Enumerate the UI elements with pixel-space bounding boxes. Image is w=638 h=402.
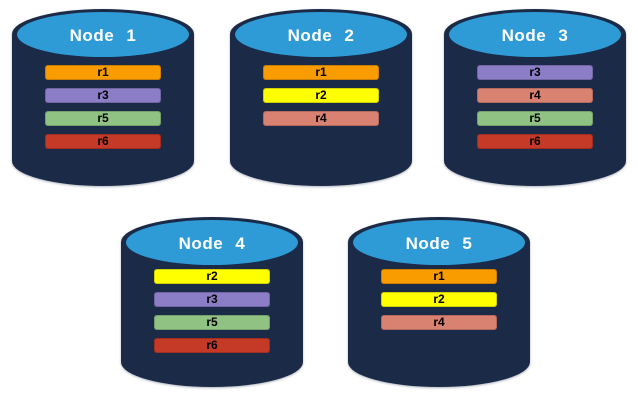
replica-bar-r6: r6 (45, 134, 161, 149)
replica-bar-r1: r1 (381, 269, 497, 284)
replica-bar-r5: r5 (45, 111, 161, 126)
replica-label: r6 (206, 338, 218, 352)
replica-label: r2 (206, 269, 218, 283)
node-label: Node 5 (405, 233, 473, 253)
replica-bar-r1: r1 (263, 65, 379, 80)
db-node-cylinder-1: Node 1 r1 r3 r5 r6 (12, 9, 194, 186)
replica-label: r3 (97, 88, 109, 102)
replica-label: r2 (433, 292, 445, 306)
replica-label: r6 (97, 134, 109, 148)
replica-bar-r1: r1 (45, 65, 161, 80)
replica-label: r5 (206, 315, 218, 329)
replica-list: r1 r2 r4 (263, 65, 379, 126)
cylinder-top-ellipse: Node 4 (126, 220, 298, 265)
replica-label: r4 (529, 88, 541, 102)
replica-bar-r3: r3 (477, 65, 593, 80)
replica-label: r5 (97, 111, 109, 125)
replica-bar-r2: r2 (263, 88, 379, 103)
db-node-cylinder-3: Node 3 r3 r4 r5 r6 (444, 9, 626, 186)
replica-label: r1 (315, 65, 327, 79)
replica-bar-r6: r6 (477, 134, 593, 149)
replica-list: r1 r3 r5 r6 (45, 65, 161, 149)
replica-bar-r4: r4 (381, 315, 497, 330)
replica-label: r6 (529, 134, 541, 148)
replica-list: r1 r2 r4 (381, 269, 497, 330)
db-node-cylinder-5: Node 5 r1 r2 r4 (348, 217, 530, 387)
replica-label: r2 (315, 88, 327, 102)
cylinder-top-ellipse: Node 2 (235, 12, 407, 57)
replica-list: r3 r4 r5 r6 (477, 65, 593, 149)
replica-label: r5 (529, 111, 541, 125)
cylinder-top-ellipse: Node 5 (353, 220, 525, 265)
replica-bar-r5: r5 (154, 315, 270, 330)
replica-label: r1 (433, 269, 445, 283)
replica-label: r3 (206, 292, 218, 306)
db-node-cylinder-4: Node 4 r2 r3 r5 r6 (121, 217, 303, 387)
replica-bar-r6: r6 (154, 338, 270, 353)
node-label: Node 4 (178, 233, 246, 253)
replica-bar-r2: r2 (381, 292, 497, 307)
replica-label: r3 (529, 65, 541, 79)
cylinder-top-ellipse: Node 1 (17, 12, 189, 57)
replica-bar-r3: r3 (154, 292, 270, 307)
node-label: Node 3 (501, 25, 569, 45)
replica-list: r2 r3 r5 r6 (154, 269, 270, 353)
replica-bar-r4: r4 (263, 111, 379, 126)
node-label: Node 1 (69, 25, 137, 45)
replica-bar-r5: r5 (477, 111, 593, 126)
replica-label: r4 (433, 315, 445, 329)
db-node-cylinder-2: Node 2 r1 r2 r4 (230, 9, 412, 186)
replica-bar-r3: r3 (45, 88, 161, 103)
replica-label: r1 (97, 65, 109, 79)
replica-bar-r2: r2 (154, 269, 270, 284)
replica-bar-r4: r4 (477, 88, 593, 103)
node-label: Node 2 (287, 25, 355, 45)
cylinder-top-ellipse: Node 3 (449, 12, 621, 57)
replica-label: r4 (315, 111, 327, 125)
